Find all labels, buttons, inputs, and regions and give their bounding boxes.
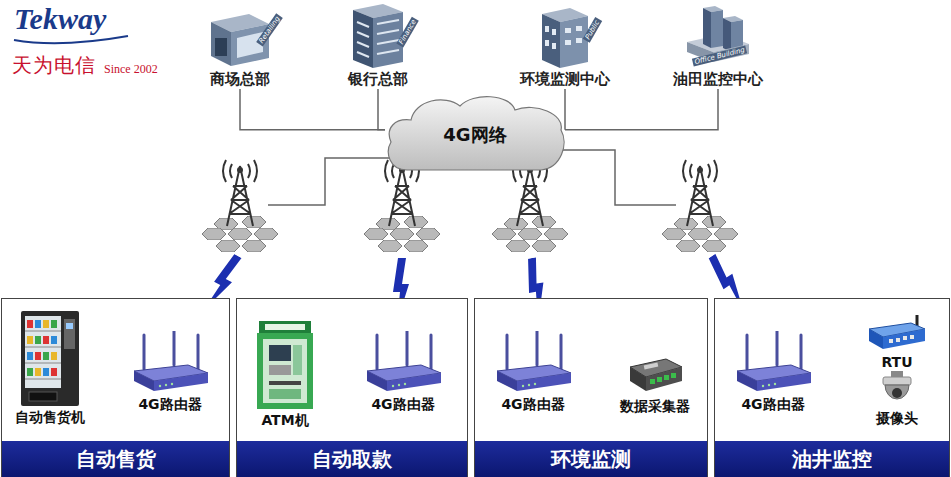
coll-symbol [630,359,682,391]
building-node: 环境监测中心 [520,2,610,89]
device-node: 4G路由器 [363,331,443,414]
node-label: 自动售货机 [15,409,85,427]
router-symbol [367,331,441,391]
node-label: 油田监控中心 [673,70,763,89]
icon [21,311,79,406]
tower [364,160,440,252]
router-symbol [134,331,208,391]
connector [565,89,718,130]
icon [626,355,684,395]
router-symbol [497,331,571,391]
tower [202,160,278,252]
icon [733,331,813,393]
icon [130,331,210,393]
node-label: 数据采集器 [620,398,690,416]
connector [564,89,566,130]
bB-symbol [353,4,403,68]
rtu-symbol [869,315,925,349]
building-node: 油田监控中心 [673,2,763,89]
panel-node: 环境监测 4G路由器 数据采集器 [474,298,708,477]
node-label: 商场总部 [210,70,270,89]
tower [492,160,568,252]
building-node: 商场总部 [205,2,275,89]
panel-node: 自动取款ATM机 4G路由器 [236,298,468,477]
text-label: 天为电信 [12,52,96,79]
node-label: 环境监测中心 [520,70,610,89]
connector [378,89,385,130]
icon [867,315,927,351]
icon [493,331,573,393]
node-label: 4G路由器 [371,396,434,414]
node-label: RTU [881,354,912,370]
panel-node: 自动售货 自动售货机 4G路由器 [1,298,230,477]
node-label: 银行总部 [348,70,408,89]
atm-symbol [257,321,313,409]
device-node: 摄像头 [876,371,918,428]
router-symbol [737,331,811,391]
connector [240,89,385,130]
cloud-node: 4G网络 [385,92,565,182]
device-node: 4G路由器 [733,331,813,414]
logo-swoosh [14,36,128,43]
node-label: 4G路由器 [138,396,201,414]
band: 自动售货 [2,441,229,477]
node-label: ATM机 [261,412,308,430]
band-title: 自动售货 [76,446,156,473]
icon [257,321,313,409]
device-node: 4G路由器 [493,331,573,414]
cloud-label: 4G网络 [385,123,565,147]
vend-symbol [21,311,79,406]
text-label: Since 2002 [104,62,158,77]
device-node: 数据采集器 [620,355,690,416]
band: 自动取款 [237,441,467,477]
tower [662,160,738,252]
text-label: Tekway [14,2,106,36]
node-label: 4G路由器 [501,396,564,414]
cam-symbol [883,371,911,399]
device-node: 自动售货机 [15,311,85,427]
band-title: 自动取款 [312,446,392,473]
device-node: ATM机 [257,321,313,430]
band: 油井监控 [715,441,949,477]
icon [877,371,917,407]
band-title: 环境监测 [551,446,631,473]
node-label: 摄像头 [876,410,918,428]
device-node: 4G路由器 [130,331,210,414]
icon [363,331,443,393]
device-node: RTU [867,315,927,370]
band-title: 油井监控 [792,446,872,473]
node-label: 4G路由器 [741,396,804,414]
panel-node: 油井监控 4G路由器 RTU 摄像头 [714,298,950,477]
bC-symbol [542,8,588,68]
band: 环境监测 [475,441,707,477]
